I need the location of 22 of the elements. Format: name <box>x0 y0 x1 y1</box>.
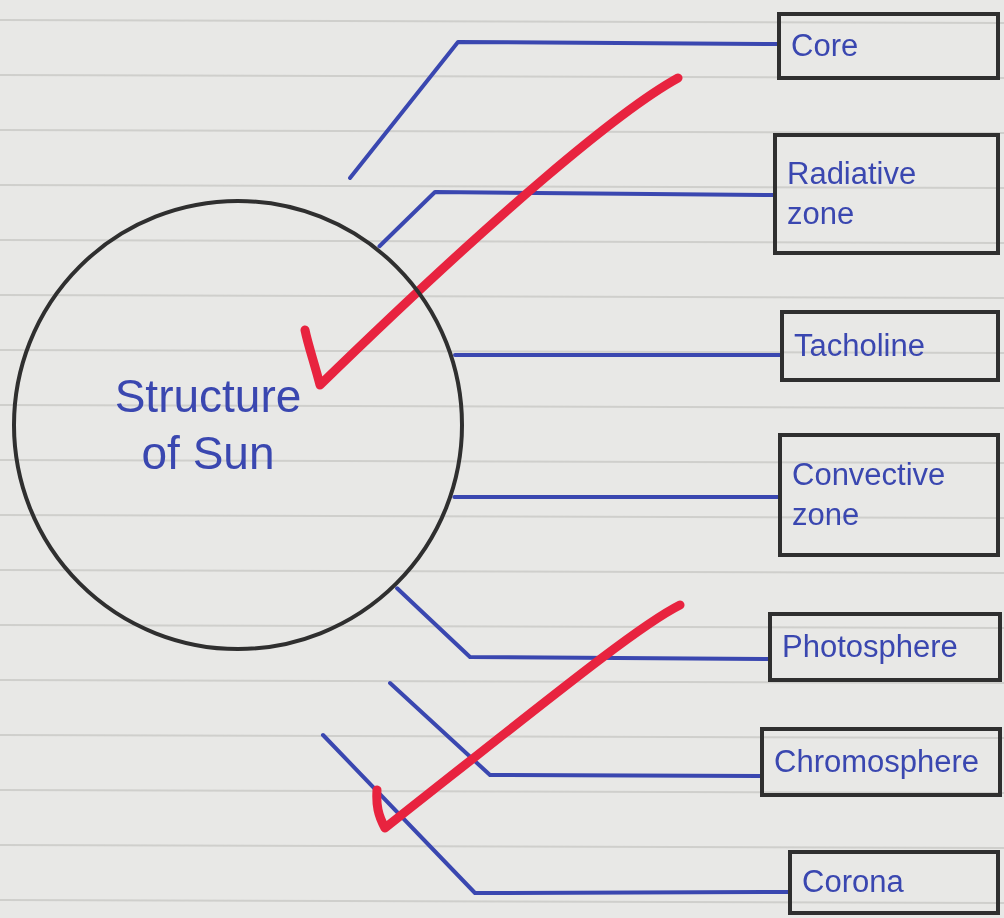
leader-line <box>388 681 762 778</box>
leader-line <box>377 190 775 249</box>
label-box <box>780 310 1000 382</box>
box-label: Core <box>791 26 860 65</box>
leader-line <box>395 586 770 661</box>
box-label: Convective zone <box>792 455 947 534</box>
leader-line <box>321 733 790 895</box>
box-label: Radiative zone <box>787 154 918 233</box>
label-box <box>788 850 1000 915</box>
box-label: Tacholine <box>794 326 926 365</box>
box-label: Photosphere <box>782 627 959 666</box>
label-box <box>777 12 1000 80</box>
label-box <box>773 133 1000 255</box>
leader-line <box>452 495 780 499</box>
leader-line <box>453 353 782 357</box>
box-label: Chromosphere <box>774 742 981 781</box>
box-label: Corona <box>802 863 905 902</box>
label-box <box>768 612 1002 682</box>
label-box <box>760 727 1002 797</box>
label-box <box>778 433 1000 557</box>
leader-line <box>348 40 779 180</box>
circle-label: Structure of Sun <box>113 368 303 481</box>
